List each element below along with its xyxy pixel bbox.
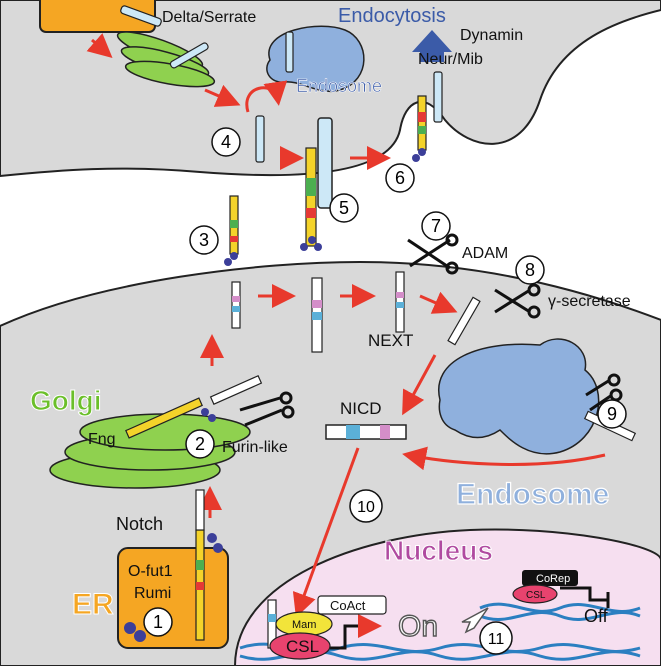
corep-box bbox=[522, 570, 578, 586]
recycle-arrow bbox=[245, 80, 288, 113]
repression-bar bbox=[560, 586, 610, 608]
step-circle-6 bbox=[385, 163, 415, 193]
label-nicd: NICD bbox=[340, 399, 382, 418]
label-on: On bbox=[398, 610, 438, 643]
label-gamma-secretase: γ-secretase bbox=[548, 293, 631, 310]
step-circle-2 bbox=[185, 429, 215, 459]
coact-box bbox=[317, 595, 387, 615]
step-number-8: 8 bbox=[525, 260, 535, 280]
label-notch: Notch bbox=[116, 514, 163, 534]
ligand-top bbox=[120, 5, 443, 209]
step-number-11: 11 bbox=[488, 631, 505, 648]
step-number-6: 6 bbox=[395, 168, 405, 188]
scissors-icon bbox=[239, 233, 623, 427]
receiving-endosome bbox=[437, 338, 600, 455]
step-circle-8 bbox=[515, 255, 545, 285]
label-endocytosis: Endocytosis bbox=[338, 5, 446, 27]
dna-strand-d bbox=[479, 611, 641, 621]
label-csl: CSL bbox=[286, 637, 319, 656]
notch-receptors bbox=[125, 95, 637, 649]
step-circle-5 bbox=[329, 193, 359, 223]
step-circle-7 bbox=[421, 211, 451, 241]
label-adam: ADAM bbox=[462, 245, 508, 262]
step-number-4: 4 bbox=[221, 132, 231, 152]
csl-small-protein bbox=[512, 584, 558, 604]
step-circle-3 bbox=[189, 225, 219, 255]
label-er: ER bbox=[72, 588, 114, 621]
step-number-10: 10 bbox=[357, 499, 375, 516]
on-arrow bbox=[461, 607, 489, 634]
step-circle-11 bbox=[479, 621, 513, 655]
label-delta-serrate: Delta/Serrate bbox=[162, 9, 256, 26]
step-number-1: 1 bbox=[153, 612, 163, 632]
label-fng: Fng bbox=[88, 431, 116, 448]
label-endosome-bottom: Endosome bbox=[456, 478, 609, 511]
step-number-2: 2 bbox=[195, 434, 205, 454]
step-circle-1 bbox=[143, 607, 173, 637]
label-off: Off bbox=[584, 606, 609, 626]
label-csl-small: CSL bbox=[526, 590, 546, 601]
step-circle-4 bbox=[211, 127, 241, 157]
step-number-3: 3 bbox=[199, 230, 209, 250]
step-circle-9 bbox=[597, 399, 627, 429]
label-dynamin: Dynamin bbox=[460, 27, 523, 44]
nicd-fragment bbox=[325, 424, 407, 440]
step-number-5: 5 bbox=[339, 198, 349, 218]
label-furin-like: Furin-like bbox=[222, 439, 288, 456]
csl-protein bbox=[269, 632, 331, 660]
label-ofut1: O-fut1 bbox=[128, 563, 173, 580]
label-mam: Mam bbox=[292, 619, 316, 631]
label-rumi: Rumi bbox=[134, 585, 171, 602]
label-endosome-top: Endosome bbox=[296, 76, 382, 96]
step-circle-10 bbox=[349, 489, 383, 523]
label-neur-mib: Neur/Mib bbox=[418, 51, 483, 68]
label-next: NEXT bbox=[368, 331, 413, 350]
step-number-7: 7 bbox=[431, 216, 441, 236]
dna-strand-c bbox=[479, 602, 641, 613]
pathway-arrows bbox=[86, 33, 606, 618]
step-number-9: 9 bbox=[607, 404, 617, 424]
label-nucleus: Nucleus bbox=[384, 535, 493, 566]
label-corep: CoRep bbox=[536, 573, 570, 585]
activation-arrow bbox=[330, 614, 382, 650]
glycan-dots bbox=[124, 148, 426, 642]
dynamin-arrow bbox=[412, 30, 452, 62]
label-coact: CoAct bbox=[330, 598, 366, 613]
nucleus bbox=[233, 528, 661, 666]
label-golgi: Golgi bbox=[30, 385, 102, 416]
